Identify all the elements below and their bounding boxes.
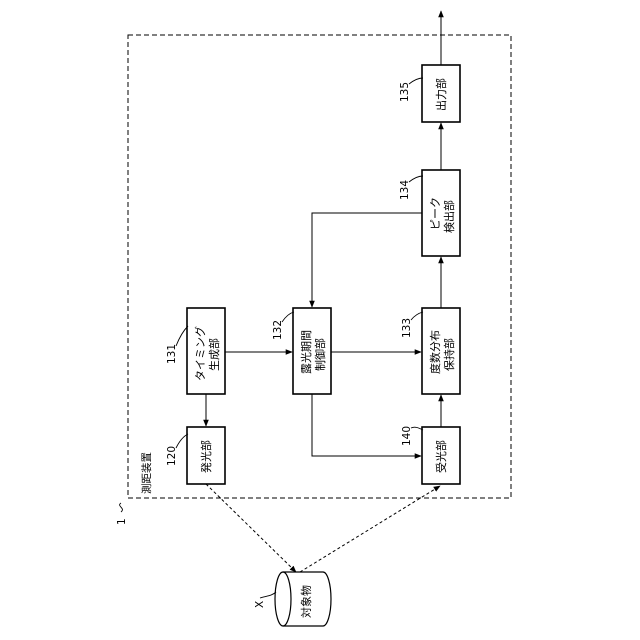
ref-140: 140 xyxy=(401,426,413,446)
ref-134-leader xyxy=(409,176,423,182)
ref-134: 134 xyxy=(399,180,411,200)
light-emitter-label: 発光部 xyxy=(199,440,213,473)
timing-generator-label-1: タイミング xyxy=(193,326,207,381)
device-ref: 1 xyxy=(116,518,128,525)
exposure-control-label-2: 制御部 xyxy=(313,338,327,371)
light-path-emitted xyxy=(206,484,296,572)
target-ref: X xyxy=(254,601,266,608)
exposure-control-block: 露光期間 制御部 xyxy=(293,308,331,394)
histogram-hold-label-2: 保持部 xyxy=(442,338,456,371)
output-block: 出力部 xyxy=(422,65,460,122)
timing-generator-label-2: 生成部 xyxy=(207,338,221,371)
device-label: 測距装置 xyxy=(140,452,153,494)
arrow-peak-to-exposure xyxy=(312,213,422,307)
ref-120-leader xyxy=(176,434,188,448)
ref-135: 135 xyxy=(399,82,411,102)
ref-133: 133 xyxy=(401,318,413,338)
ref-132: 132 xyxy=(272,320,284,340)
ref-135-leader xyxy=(409,78,423,84)
ref-120: 120 xyxy=(166,446,178,466)
peak-detect-block: ピーク 検出部 xyxy=(422,170,460,256)
peak-detect-label-2: 検出部 xyxy=(442,200,456,233)
output-label: 出力部 xyxy=(434,78,448,111)
light-receiver-block: 受光部 xyxy=(422,427,460,484)
ref-131: 131 xyxy=(166,344,178,364)
timing-generator-block: タイミング 生成部 xyxy=(187,308,225,394)
light-path-reflected xyxy=(300,486,440,572)
target-object: 対象物 xyxy=(275,572,331,626)
target-label: 対象物 xyxy=(299,585,313,618)
peak-detect-label-1: ピーク xyxy=(429,197,442,230)
ref-131-leader xyxy=(176,326,188,346)
target-ref-leader xyxy=(260,592,276,598)
device-ref-leader xyxy=(120,503,123,512)
light-emitter-block: 発光部 xyxy=(187,427,225,484)
light-receiver-label: 受光部 xyxy=(434,440,448,473)
histogram-hold-block: 度数分布 保持部 xyxy=(422,308,460,394)
histogram-hold-label-1: 度数分布 xyxy=(428,330,442,374)
exposure-control-label-1: 露光期間 xyxy=(299,330,313,374)
